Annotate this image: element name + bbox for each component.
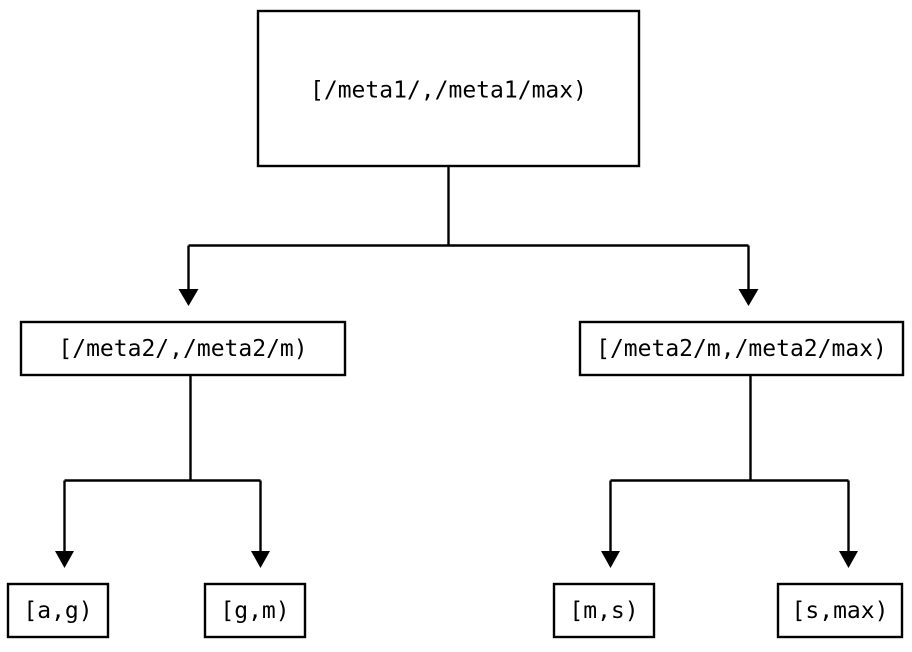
node-leaf-gm-label: [g,m) [220, 598, 289, 624]
node-mid-left[interactable]: [/meta2/,/meta2/m) [19, 320, 347, 377]
node-root-label: [/meta1/,/meta1/max) [310, 78, 587, 104]
node-leaf-smax-box [776, 582, 904, 639]
arrowhead-mid-right-icon [738, 289, 759, 306]
node-mid-left-label: [/meta2/,/meta2/m) [58, 336, 307, 362]
node-leaf-smax-label: [s,max) [792, 598, 889, 624]
node-mid-left-box [19, 320, 347, 377]
node-mid-right[interactable]: [/meta2/m,/meta2/max) [578, 320, 905, 377]
arrowhead-leaf-ms-icon [601, 551, 620, 568]
edge-group-root [178, 166, 759, 306]
edge-group-mid-right [601, 375, 858, 568]
node-leaf-gm[interactable]: [g,m) [203, 582, 307, 639]
edge-group-mid-left [55, 375, 270, 568]
node-mid-right-label: [/meta2/m,/meta2/max) [596, 336, 887, 362]
node-leaf-gm-box [203, 582, 307, 639]
node-leaf-ms[interactable]: [m,s) [552, 582, 656, 639]
arrowhead-mid-left-icon [178, 289, 199, 306]
arrowhead-leaf-gm-icon [251, 551, 270, 568]
node-leaf-ms-label: [m,s) [569, 598, 638, 624]
node-leaf-ms-box [552, 582, 656, 639]
node-root-box [256, 9, 641, 168]
arrowhead-leaf-smax-icon [839, 551, 858, 568]
node-leaf-ag-box [6, 582, 110, 639]
node-leaf-smax[interactable]: [s,max) [776, 582, 904, 639]
node-leaf-ag[interactable]: [a,g) [6, 582, 110, 639]
node-leaf-ag-label: [a,g) [23, 598, 92, 624]
arrowhead-leaf-ag-icon [55, 551, 74, 568]
node-root[interactable]: [/meta1/,/meta1/max) [256, 9, 641, 168]
node-mid-right-box [578, 320, 905, 377]
